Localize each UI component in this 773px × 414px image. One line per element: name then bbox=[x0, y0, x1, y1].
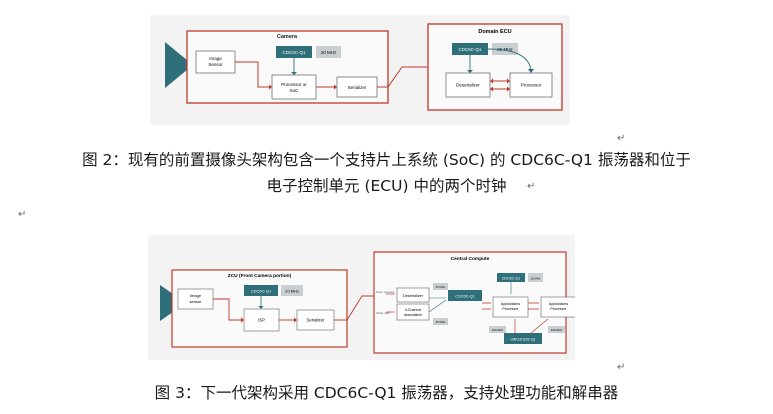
cc-cdc-chip-top-label: CDC6C-Q1 bbox=[502, 277, 520, 281]
cc-cdc-chip-top bbox=[497, 273, 525, 282]
cdc-freq-label: 20 MHz bbox=[321, 50, 337, 55]
cdc-chip-block bbox=[244, 285, 278, 296]
four-channel-freq-badge bbox=[433, 318, 448, 325]
image-sensor-label-1: Image bbox=[190, 293, 202, 298]
left-label-front-camera: Front camera bbox=[376, 290, 394, 294]
processor-label: Processor bbox=[521, 83, 542, 88]
camera-title: Camera bbox=[277, 34, 298, 40]
domain-ecu-title: Domain ECU bbox=[478, 29, 511, 35]
ecu-freq-label: 25 MHz bbox=[497, 47, 513, 52]
paragraph-mark: ↵ bbox=[18, 209, 27, 220]
left-label-other-cam: Other cam bbox=[376, 311, 391, 315]
deserializer-label: Deserializer bbox=[403, 294, 424, 298]
app-processor-1-label-1: Applications bbox=[501, 302, 521, 306]
serializer-label: Serializer bbox=[348, 85, 367, 90]
cc-cdc-block bbox=[448, 290, 482, 301]
cdc-chip-label: CDC6C-Q1 bbox=[282, 50, 306, 55]
zcu-title: ZCU (Front Camera portion) bbox=[228, 273, 292, 279]
serializer-label: Serializer bbox=[307, 318, 325, 323]
cdc-chip-label: CDC6C-Q1 bbox=[251, 289, 272, 294]
app-processor-1 bbox=[492, 296, 529, 318]
cdc-freq-badge bbox=[316, 46, 341, 58]
lmk-freq-label: 100 MHz bbox=[551, 328, 563, 332]
app-processor-2 bbox=[540, 296, 575, 318]
four-channel-label-1: 4-Channel bbox=[405, 308, 422, 312]
pmic-freq-label: 100 MHz bbox=[492, 328, 504, 332]
cdc-freq-badge bbox=[281, 285, 303, 296]
central-compute-box bbox=[373, 251, 567, 354]
four-channel-label-2: deserializer bbox=[404, 313, 423, 317]
four-channel-block bbox=[396, 303, 430, 321]
cdc-freq-label: 20 MHz bbox=[285, 289, 299, 294]
figure-3-caption: 图 3：下一代架构采用 CDC6C-Q1 振荡器，支持处理功能和解串器 bbox=[154, 384, 619, 402]
pmic-freq-badge bbox=[489, 326, 506, 333]
paragraph-mark: ↵ bbox=[617, 362, 626, 373]
cc-cdc-freq-badge bbox=[528, 273, 543, 282]
figure-3-diagram: ZCU (Front Camera portion) Image sensor … bbox=[148, 235, 575, 360]
lmk-block bbox=[504, 333, 542, 344]
figure-2-diagram: Camera Image Sensor CDC6C-Q1 20 MHz Proc… bbox=[150, 15, 570, 125]
cc-cdc-freq-label: 25 MHz bbox=[531, 277, 541, 281]
image-sensor-label-1: Image bbox=[209, 56, 222, 61]
processor-soc-label-1: Processor or bbox=[281, 82, 307, 87]
deser-freq-label: 25 MHz bbox=[436, 285, 446, 289]
ecu-cdc-chip-block bbox=[452, 43, 488, 55]
lmk-label: LMK1D1102-Q1 bbox=[510, 338, 535, 342]
lmk-freq-badge bbox=[548, 326, 565, 333]
cdc-chip-block bbox=[276, 46, 312, 58]
paragraph-mark: ↵ bbox=[617, 133, 626, 144]
image-sensor-label-2: Sensor bbox=[208, 62, 223, 67]
processor-soc-label-2: SoC bbox=[290, 88, 300, 93]
figure-2-caption-line-1: 图 2：现有的前置摄像头架构包含一个支持片上系统 (SoC) 的 CDC6C-Q… bbox=[82, 151, 691, 169]
deserializer-label: Deserializer bbox=[456, 83, 480, 88]
app-processor-2-label-2: Processor bbox=[550, 307, 567, 311]
ecu-cdc-chip-label: CDC6C-Q1 bbox=[458, 47, 482, 52]
image-sensor-label-2: sensor bbox=[189, 299, 202, 304]
app-processor-2-label-1: Applications bbox=[549, 302, 569, 306]
central-compute-title: Central Compute bbox=[451, 256, 490, 262]
four-channel-freq-label: 25 MHz bbox=[436, 320, 446, 324]
camera-lens-triangle bbox=[165, 42, 193, 88]
deserializer-block bbox=[445, 72, 491, 98]
paragraph-mark: ↵ bbox=[527, 181, 536, 192]
deser-freq-badge bbox=[433, 283, 448, 290]
deserializer-block bbox=[396, 287, 430, 303]
processor-soc-block bbox=[271, 74, 317, 100]
app-processor-1-label-2: Processor bbox=[502, 307, 519, 311]
figure-2-caption-line-2: 电子控制单元 (ECU) 中的两个时钟 bbox=[266, 177, 507, 195]
cc-cdc-block-label: CDC6C-Q1 bbox=[455, 295, 474, 299]
isp-label: ISP bbox=[258, 318, 265, 323]
